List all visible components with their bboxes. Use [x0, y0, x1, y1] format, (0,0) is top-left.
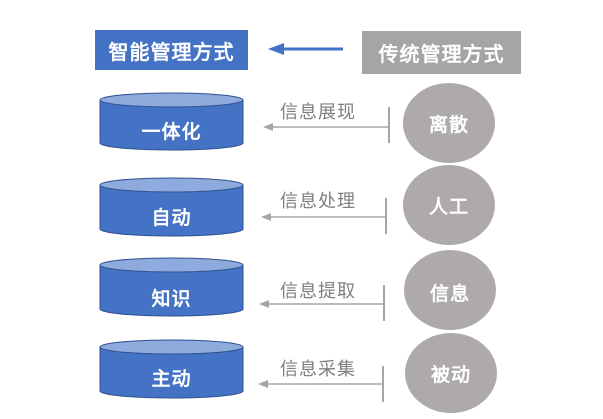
flow-arrow-3: [259, 285, 385, 321]
cylinder-3: [99, 257, 244, 317]
circle-3: [404, 250, 496, 330]
smart-label-1: 一体化: [141, 121, 202, 143]
flow-label-4: 信息采集: [280, 359, 356, 380]
smart-label-2: 自动: [151, 207, 192, 229]
smart-label-4: 主动: [151, 368, 192, 390]
circle-1: [403, 83, 495, 163]
circle-2: [403, 165, 495, 245]
flow-label-3: 信息提取: [280, 281, 356, 302]
cylinder-1: [99, 92, 244, 151]
cylinder-4: [99, 339, 244, 399]
traditional-label-2: 人工: [428, 196, 469, 218]
traditional-label-3: 信息: [429, 283, 470, 305]
cylinder-2: [99, 177, 244, 237]
flow-label-1: 信息展现: [280, 102, 356, 123]
traditional-label-4: 被动: [430, 364, 471, 386]
traditional-management-title: 传统管理方式: [362, 31, 521, 74]
flow-arrow-4: [258, 366, 384, 402]
flow-label-2: 信息处理: [280, 191, 356, 212]
flow-arrow-2: [261, 198, 387, 234]
circle-4: [405, 333, 497, 413]
smart-management-title: 智能管理方式: [95, 30, 248, 70]
smart-label-3: 知识: [151, 288, 192, 310]
main-arrow: [268, 43, 343, 55]
flow-arrow-1: [263, 107, 390, 143]
traditional-label-1: 离散: [428, 114, 469, 136]
